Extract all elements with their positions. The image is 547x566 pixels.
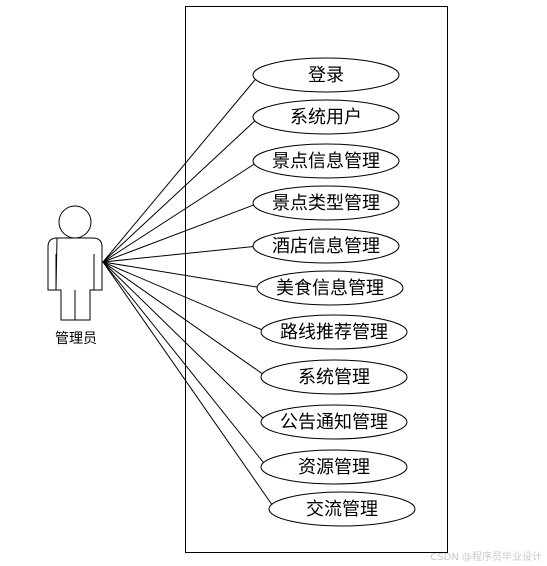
association-line (102, 261, 268, 333)
use-case-11[interactable]: 交流管理 (268, 491, 416, 527)
association-line (102, 261, 268, 468)
use-case-7[interactable]: 路线推荐管理 (260, 314, 408, 350)
use-case-label: 交流管理 (306, 499, 378, 520)
use-case-label: 系统用户 (290, 107, 362, 128)
use-case-10[interactable]: 资源管理 (260, 449, 408, 485)
use-case-label: 美食信息管理 (276, 278, 384, 299)
use-case-9[interactable]: 公告通知管理 (260, 404, 408, 440)
use-case-ellipse (252, 185, 400, 221)
association-line (102, 202, 260, 263)
use-case-label: 路线推荐管理 (280, 322, 388, 343)
use-case-label: 资源管理 (298, 457, 370, 478)
association-line (102, 261, 264, 289)
use-case-ellipse (260, 449, 408, 485)
use-case-label: 登录 (308, 65, 344, 86)
use-case-ellipse (252, 228, 400, 264)
association-line (102, 116, 260, 263)
actor-name: 管理员 (55, 331, 97, 347)
actor-head (58, 205, 92, 239)
association-line (102, 261, 268, 423)
use-case-6[interactable]: 美食信息管理 (256, 270, 404, 306)
association-lines (102, 74, 276, 510)
association-line (102, 261, 268, 378)
use-case-ellipse (252, 99, 400, 135)
use-case-ellipse (252, 143, 400, 179)
association-line (102, 74, 260, 263)
use-case-3[interactable]: 景点信息管理 (252, 143, 400, 179)
use-case-label: 公告通知管理 (280, 412, 388, 433)
association-line (102, 245, 260, 263)
use-case-ellipse (260, 314, 408, 350)
use-case-ellipse (252, 57, 400, 93)
use-case-ellipse (268, 491, 416, 527)
use-case-label: 景点类型管理 (272, 193, 380, 214)
use-case-label: 景点信息管理 (272, 151, 380, 172)
system-boundary (185, 6, 448, 553)
association-line (102, 261, 276, 510)
use-case-ellipse (260, 359, 408, 395)
use-case-label: 系统管理 (298, 367, 370, 388)
actor (47, 205, 103, 321)
use-case-8[interactable]: 系统管理 (260, 359, 408, 395)
use-case-ellipse (256, 270, 404, 306)
use-case-list: 登录系统用户景点信息管理景点类型管理酒店信息管理美食信息管理路线推荐管理系统管理… (252, 57, 416, 527)
use-case-2[interactable]: 系统用户 (252, 99, 400, 135)
use-case-5[interactable]: 酒店信息管理 (252, 228, 400, 264)
use-case-1[interactable]: 登录 (252, 57, 400, 93)
association-line (102, 160, 260, 263)
use-case-4[interactable]: 景点类型管理 (252, 185, 400, 221)
use-case-label: 酒店信息管理 (272, 236, 380, 257)
watermark: CSDN @程序员毕业设计 (430, 550, 542, 563)
use-case-ellipse (260, 404, 408, 440)
